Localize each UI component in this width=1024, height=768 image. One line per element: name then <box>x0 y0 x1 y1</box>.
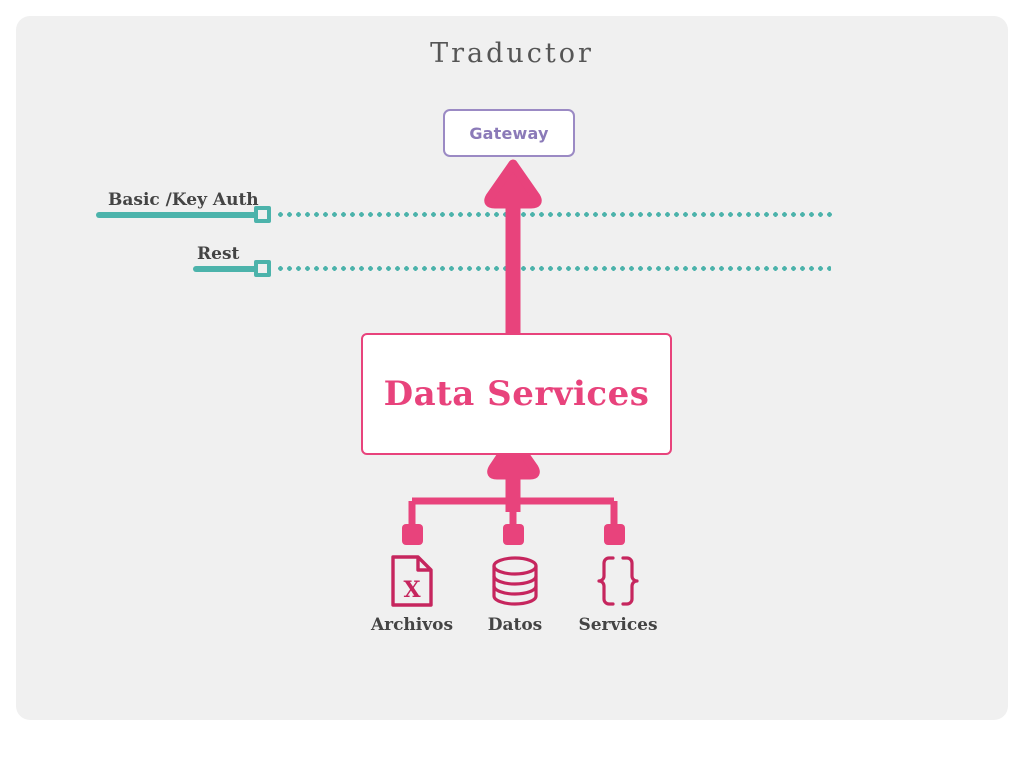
node-gateway-label: Gateway <box>469 123 549 143</box>
flow-marker-rest[interactable] <box>254 260 271 277</box>
flow-dotted-segment-auth <box>276 212 834 217</box>
source-archivos[interactable]: X Archivos <box>357 552 467 635</box>
source-terminal-datos[interactable] <box>503 524 524 545</box>
flow-solid-segment-rest <box>193 266 258 272</box>
flow-line-auth: Basic /Key Auth <box>96 190 836 230</box>
source-terminal-services[interactable] <box>604 524 625 545</box>
flow-marker-auth[interactable] <box>254 206 271 223</box>
source-label-services: Services <box>578 615 658 635</box>
source-services[interactable]: Services <box>563 552 673 635</box>
svg-text:X: X <box>403 577 421 603</box>
node-data-services-label: Data Services <box>383 374 650 414</box>
flow-label-rest: Rest <box>197 244 240 264</box>
flow-solid-segment-auth <box>96 212 258 218</box>
page-title: Traductor <box>430 38 594 69</box>
flow-line-rest: Rest <box>193 244 836 284</box>
curly-braces-icon <box>563 552 673 610</box>
node-gateway[interactable]: Gateway <box>443 109 575 157</box>
source-terminal-archivos[interactable] <box>402 524 423 545</box>
file-x-icon: X <box>357 552 467 610</box>
flow-dotted-segment-rest <box>276 266 831 271</box>
database-icon <box>460 552 570 610</box>
flow-label-auth: Basic /Key Auth <box>108 190 259 210</box>
source-datos[interactable]: Datos <box>460 552 570 635</box>
node-data-services[interactable]: Data Services <box>361 333 672 455</box>
source-label-datos: Datos <box>487 615 543 635</box>
source-label-archivos: Archivos <box>370 615 454 635</box>
